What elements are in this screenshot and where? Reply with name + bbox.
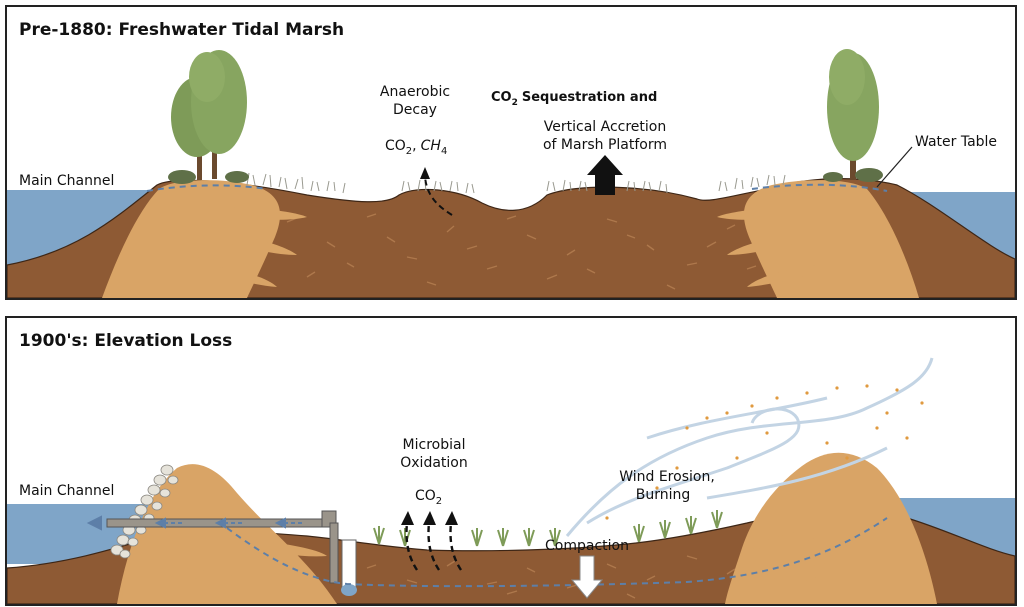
water-table-pointer [876, 146, 913, 188]
decay-gas-formula: CO2, CH4 [385, 138, 447, 157]
accretion-label-line2: of Marsh Platform [543, 137, 667, 153]
compaction-arrow [570, 555, 604, 599]
decay-arrowhead [420, 167, 430, 179]
co2-base: CO [415, 488, 436, 504]
pipe-flow-arrows [86, 515, 302, 531]
anaerobic-label-line2: Decay [393, 102, 437, 118]
accretion-arrow [587, 155, 623, 195]
marsh-diagram-1900s: 1900's: Elevation Loss Main Channel Micr… [7, 331, 1015, 604]
co2-base: CO [491, 90, 512, 105]
ch4-base: CH [421, 138, 442, 154]
tree-left [168, 50, 249, 184]
levee-right-fingers [717, 207, 819, 287]
accretion-label-line1: Vertical Accretion [544, 119, 666, 135]
panel-title: 1900's: Elevation Loss [19, 331, 232, 351]
water-table-left [146, 184, 268, 192]
anaerobic-label-line1: Anaerobic [380, 84, 450, 100]
decay-arrow [424, 176, 453, 216]
water-table-right [751, 183, 888, 192]
wind-erosion-label-line2: Burning [636, 487, 691, 503]
oxidation-arrows [401, 511, 463, 571]
wind-erosion-label-line1: Wind Erosion, [619, 469, 715, 485]
wind-particles [605, 384, 924, 520]
panel-pre-1880: Pre-1880: Freshwater Tidal Marsh Main Ch… [5, 5, 1017, 300]
water-table [226, 517, 888, 588]
marsh-grass [246, 172, 786, 194]
crops [373, 510, 723, 547]
compaction-label: Compaction [545, 538, 629, 554]
riprap-rocks [110, 464, 179, 559]
marsh-diagram-pre-1880: Pre-1880: Freshwater Tidal Marsh Main Ch… [7, 20, 1015, 298]
co2-subscript: 2 [512, 98, 518, 108]
co2-subscript: 2 [436, 496, 442, 507]
levee-right [725, 452, 937, 604]
water-table-label: Water Table [915, 134, 997, 150]
oxidation-co2-label: CO2 [415, 488, 442, 507]
microbial-label-line2: Oxidation [400, 455, 467, 471]
co2-base: CO [385, 138, 406, 154]
comma: , [412, 138, 416, 154]
wind-swirls [565, 357, 934, 537]
levee-left-fingers [205, 207, 307, 287]
ch4-subscript: 4 [441, 146, 447, 157]
main-channel-label: Main Channel [19, 483, 114, 499]
levee-right-fingers [752, 530, 829, 587]
panel-title: Pre-1880: Freshwater Tidal Marsh [19, 20, 344, 40]
sequestration-text: Sequestration and [522, 90, 657, 105]
tree-right [823, 49, 883, 182]
co2-sequestration-label: CO2 Sequestration and [491, 90, 657, 108]
microbial-label-line1: Microbial [403, 437, 466, 453]
levee-left [117, 464, 337, 604]
panel-1900s: 1900's: Elevation Loss Main Channel Micr… [5, 316, 1017, 606]
main-channel-label: Main Channel [19, 173, 114, 189]
co2-subscript: 2 [406, 146, 412, 157]
levee-left-fingers [185, 538, 327, 589]
